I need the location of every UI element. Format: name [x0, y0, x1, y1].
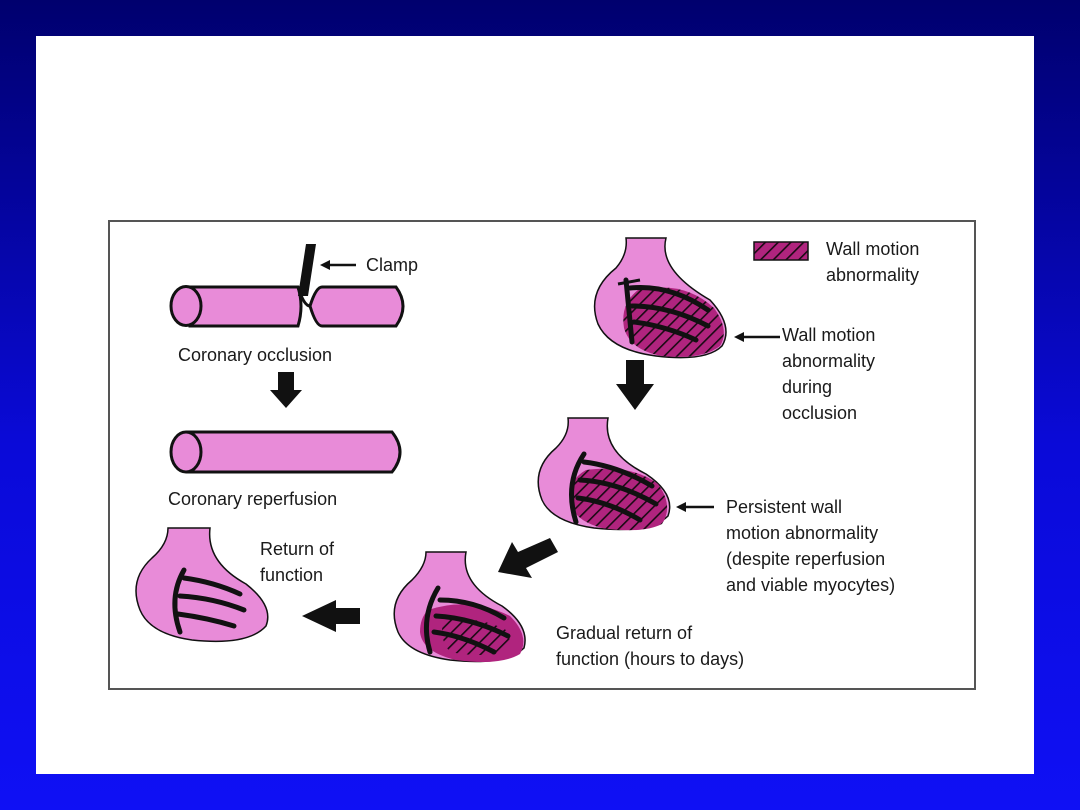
diagonal-arrow-icon — [498, 538, 558, 578]
during-occlusion-label: Wall motion abnormality during occlusion — [782, 325, 876, 423]
occluded-vessel — [169, 285, 405, 328]
heart-return-of-function — [135, 527, 269, 643]
clamp-icon — [298, 244, 356, 296]
legend-label: Wall motion abnormality — [826, 239, 920, 285]
persistent-abnormality-label: Persistent wall motion abnormality (desp… — [726, 497, 896, 595]
down-arrow-icon — [270, 372, 302, 408]
heart-during-occlusion — [593, 237, 727, 359]
clamp-label: Clamp — [366, 255, 419, 275]
left-arrow-icon — [302, 600, 360, 632]
coronary-reperfusion-label: Coronary reperfusion — [168, 489, 338, 509]
reperfused-vessel — [169, 430, 402, 474]
stunned-myocardium-diagram: Clamp Coronary occlusion Coronary reperf… — [108, 220, 976, 690]
return-of-function-label: Return of function — [260, 539, 335, 585]
heart-gradual-return — [393, 551, 526, 663]
heart-persistent-abnormality — [537, 417, 671, 531]
coronary-occlusion-label: Coronary occlusion — [178, 345, 333, 365]
legend-swatch — [753, 241, 809, 261]
gradual-return-label: Gradual return of function (hours to day… — [556, 623, 745, 669]
diagram-graphics — [135, 237, 809, 663]
down-arrow-icon — [616, 360, 654, 410]
